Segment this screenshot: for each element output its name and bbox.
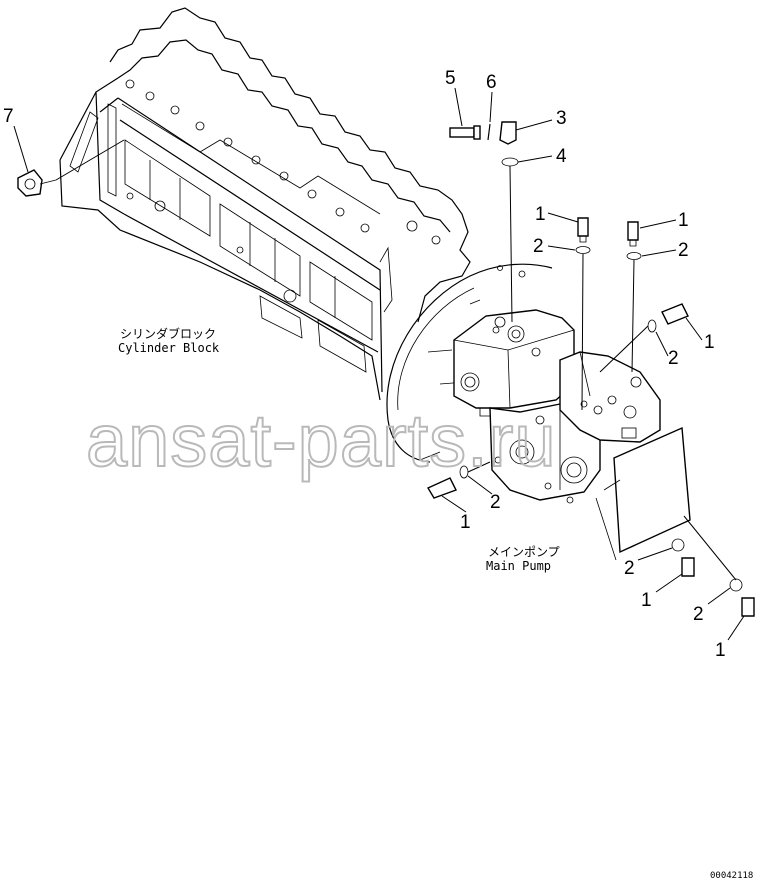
watermark-text: ansat-parts.ru bbox=[86, 399, 557, 482]
callout-1-top-right: 1 bbox=[678, 210, 689, 231]
callout-2-top-right: 2 bbox=[678, 240, 689, 261]
part-1-plug-lower-right bbox=[681, 557, 695, 577]
main-pump-label-jp: メインポンプ bbox=[488, 545, 560, 559]
part-7-sensor bbox=[17, 169, 57, 197]
cylinder-block-label-jp: シリンダブロック bbox=[120, 326, 216, 341]
part-6-pin bbox=[487, 123, 491, 141]
callout-7: 7 bbox=[3, 106, 14, 127]
main-pump-drawing bbox=[453, 309, 691, 561]
part-1-plug-side bbox=[661, 303, 689, 325]
callout-1-lower-right: 1 bbox=[641, 590, 652, 611]
flywheel-housing-drawing bbox=[386, 263, 553, 463]
drawing-number: 00042118 bbox=[710, 871, 753, 881]
callout-1-bottom: 1 bbox=[715, 640, 726, 661]
part-2-o-ring-top-right bbox=[626, 252, 642, 260]
part-3-elbow bbox=[499, 121, 517, 145]
part-2-o-ring-bottom bbox=[729, 578, 743, 592]
callout-2-side: 2 bbox=[668, 348, 679, 369]
assembly-center-lines bbox=[55, 139, 737, 581]
cylinder-block-label-en: Cylinder Block bbox=[118, 341, 220, 355]
leader-lines bbox=[13, 87, 745, 641]
part-2-o-ring-lower-right bbox=[671, 538, 685, 552]
part-1-plug-lower-left bbox=[426, 477, 457, 499]
callout-1-side: 1 bbox=[704, 332, 715, 353]
part-1-plug-top-right bbox=[627, 221, 639, 247]
callout-3: 3 bbox=[556, 108, 567, 129]
part-4-o-ring bbox=[501, 157, 519, 167]
part-2-o-ring-side bbox=[647, 319, 657, 333]
part-1-plug-top-left bbox=[577, 217, 589, 243]
callout-2-lower-right: 2 bbox=[624, 558, 635, 579]
part-5-fitting bbox=[449, 125, 481, 140]
callout-4: 4 bbox=[556, 146, 567, 167]
callout-1-top-left: 1 bbox=[535, 204, 546, 225]
callout-1-lower-left: 1 bbox=[460, 512, 471, 533]
part-1-plug-bottom bbox=[741, 597, 755, 617]
callout-2-bottom: 2 bbox=[693, 604, 704, 625]
callout-2-lower-left: 2 bbox=[490, 492, 501, 513]
cylinder-block-drawing bbox=[59, 7, 471, 401]
part-2-o-ring-top-left bbox=[575, 246, 591, 254]
callout-6: 6 bbox=[486, 72, 497, 93]
callout-2-top-left: 2 bbox=[533, 236, 544, 257]
callout-5: 5 bbox=[445, 68, 456, 89]
main-pump-label-en: Main Pump bbox=[486, 559, 551, 573]
